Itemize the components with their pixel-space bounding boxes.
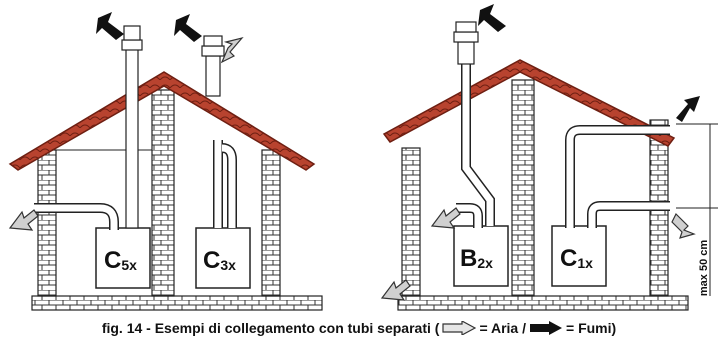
air-arrow-icon: [442, 321, 477, 335]
figure-caption: fig. 14 - Esempi di collegamento con tub…: [0, 316, 718, 340]
left-wall-left: [37, 149, 57, 297]
boiler-b2x-label: B2x: [460, 245, 493, 272]
fumes-arrow-icon: [174, 14, 202, 42]
air-arrow-icon: [380, 279, 411, 301]
air-arrow-icon: [430, 207, 461, 229]
right-wall-left: [401, 147, 421, 297]
air-arrow-icon: [220, 36, 244, 64]
left-wall-right: [261, 149, 281, 297]
dimension-label: max 50 cm: [698, 240, 710, 296]
left-house: C5x C3x: [8, 12, 323, 311]
right-wall-center: [511, 79, 535, 297]
flue-diagram: C5x C3x: [8, 4, 718, 311]
caption-fumes: = Fumi): [566, 320, 617, 336]
air-arrow-icon: [8, 209, 39, 231]
boiler-c5x-label: C5x: [104, 247, 137, 274]
left-wall-center: [151, 89, 175, 297]
right-roof: [382, 59, 676, 147]
fumes-arrow-icon: [530, 321, 562, 335]
boiler-c1x: [551, 225, 607, 287]
left-ground: [31, 295, 323, 311]
caption-prefix: fig. 14 - Esempi di collegamento con tub…: [101, 320, 440, 336]
right-ground: [397, 295, 689, 311]
right-house: B2x C1x max 50 cm: [380, 4, 718, 311]
boiler-b2x: [453, 225, 509, 287]
boiler-c1x-label: C1x: [560, 245, 593, 272]
fumes-arrow-icon: [96, 12, 124, 40]
fumes-arrow-icon: [478, 4, 506, 32]
boiler-c3x-label: C3x: [203, 247, 236, 274]
left-roof: [8, 71, 316, 171]
fumes-arrow-icon: [676, 96, 700, 122]
caption-air: = Aria /: [479, 320, 526, 336]
boiler-c5x: [95, 227, 151, 289]
air-arrow-icon: [671, 212, 696, 239]
boiler-c3x: [195, 227, 251, 289]
